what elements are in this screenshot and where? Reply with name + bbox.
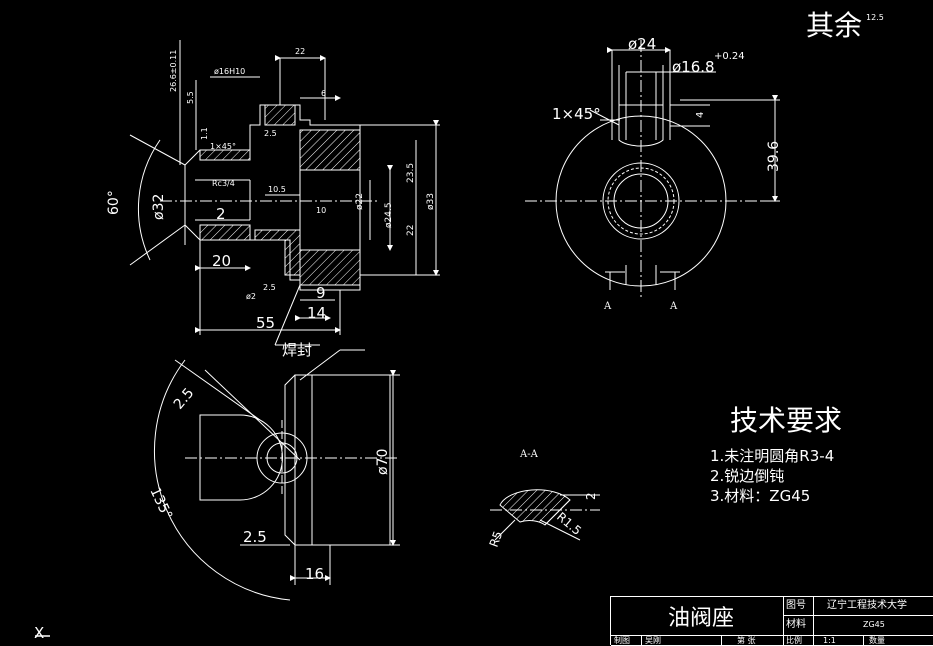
drawn-by: 吴刚 [645, 636, 661, 645]
dim-24-5: ø24.5 [384, 202, 394, 228]
dim-2-5a: 2.5 [263, 283, 276, 292]
section-mark-left: A [604, 301, 612, 312]
dim-9: 9 [316, 284, 326, 302]
dim-2-5-top: 2.5 [171, 385, 198, 412]
dim-r5: R5 [487, 529, 506, 549]
dim-22: 22 [295, 47, 306, 56]
dim-r1-5: R1.5 [554, 510, 584, 538]
dim-6: 6 [321, 89, 327, 98]
tech-req-item-2: 2.锐边倒钝 [710, 467, 785, 485]
dim-16h10: ø16H10 [214, 67, 246, 76]
top-view [153, 349, 400, 601]
drawn-label: 制图 [614, 636, 630, 645]
title-block: 油阀座 图号 辽宁工程技术大学 材料 ZG45 制图 吴刚 第 张 比例 1:1… [610, 596, 933, 646]
section-label: A-A [520, 449, 538, 460]
title-block-name-cell: 油阀座 [611, 597, 784, 636]
dim-r2: ø2 [246, 292, 256, 301]
dim-55: 55 [256, 314, 276, 332]
dim-20: 20 [212, 252, 232, 270]
dim-2-5-top-b: 2.5 [243, 528, 267, 546]
section-aa [490, 489, 600, 541]
surface-roughness-label: 其余 [806, 9, 863, 42]
dim-chamfer-front: 1×45° [210, 142, 236, 151]
section-mark-right: A [670, 301, 678, 312]
dim-24: ø24 [628, 35, 657, 53]
weld-note: 焊封 [282, 341, 313, 359]
tech-req-item-3: 3.材料：ZG45 [710, 487, 811, 505]
dim-2-front: 2 [216, 205, 226, 223]
dim-60: 60° [106, 190, 122, 215]
dim-39-6: 39.6 [766, 141, 782, 172]
ucs-x-label: X [34, 624, 45, 642]
surface-roughness-value: 12.5 [866, 13, 884, 22]
side-view [525, 40, 780, 300]
part-name: 油阀座 [668, 606, 735, 631]
dim-22c: ø22 [355, 193, 365, 210]
dim-70: ø70 [375, 449, 391, 475]
dim-10-5: 10.5 [268, 185, 286, 194]
dim-2-section: 2 [584, 492, 598, 500]
dim-10: 10 [316, 206, 327, 215]
dim-22b: 22 [406, 225, 416, 236]
dim-14: 14 [307, 304, 327, 322]
sheet-label: 第 张 [737, 636, 756, 645]
school-name: 辽宁工程技术大学 [827, 600, 907, 611]
scale-label: 比例 [786, 636, 802, 645]
dim-32: ø32 [151, 194, 167, 220]
dim-16-8: ø16.8 [672, 58, 715, 76]
tech-requirements-title: 技术要求 [730, 404, 843, 437]
tech-req-item-1: 1.未注明圆角R3-4 [710, 447, 835, 465]
dim-26-6: 26.6±0.11 [169, 50, 178, 92]
quantity-label: 数量 [869, 636, 885, 645]
front-view [129, 40, 440, 346]
dim-1-1: 1.1 [200, 127, 209, 140]
dim-23-5: 23.5 [406, 163, 416, 183]
drawing-no-label: 图号 [786, 600, 806, 611]
material-value: ZG45 [863, 620, 885, 629]
dim-4: 4 [695, 112, 706, 118]
dim-rc: Rc3/4 [212, 179, 235, 188]
dim-2-5b: 2.5 [264, 129, 277, 138]
dim-chamfer-side: 1×45° [552, 105, 601, 123]
scale-value: 1:1 [823, 636, 836, 645]
dim-33: ø33 [426, 193, 436, 210]
material-label: 材料 [786, 619, 806, 630]
dim-16: 16 [305, 565, 325, 583]
dim-135: 135° [146, 485, 175, 522]
dim-tolerance: +0.24 [714, 51, 745, 62]
dim-5-5: 5.5 [186, 91, 195, 104]
